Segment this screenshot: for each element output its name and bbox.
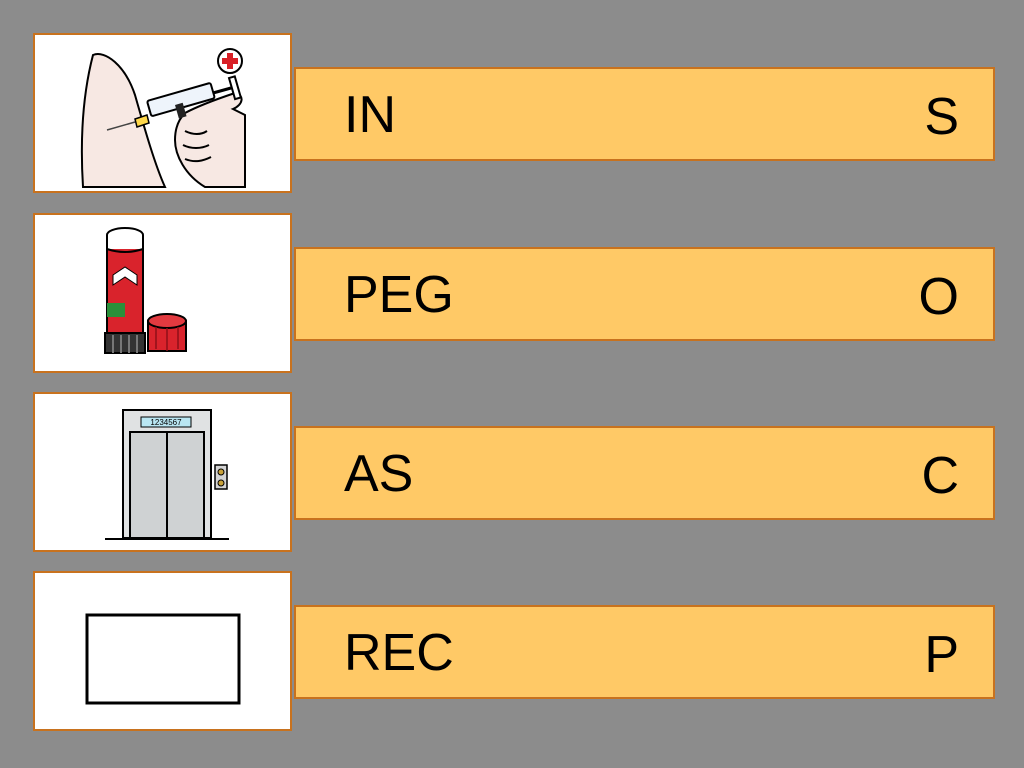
- word-start-4: REC: [344, 624, 454, 682]
- word-bar-3[interactable]: AS C: [294, 426, 995, 520]
- elevator-display: 1234567: [150, 418, 182, 427]
- word-bar-2[interactable]: PEG O: [294, 247, 995, 341]
- word-bar-1[interactable]: IN S: [294, 67, 995, 161]
- word-start-2: PEG: [344, 266, 454, 324]
- picture-card-3[interactable]: 1234567: [33, 392, 292, 552]
- rectangle-icon: [85, 613, 241, 705]
- picture-card-2[interactable]: [33, 213, 292, 373]
- word-start-1: IN: [344, 86, 396, 144]
- word-end-2: O: [918, 268, 959, 326]
- word-end-4: P: [924, 626, 959, 684]
- word-bar-4[interactable]: REC P: [294, 605, 995, 699]
- picture-card-1[interactable]: [33, 33, 292, 193]
- word-end-1: S: [924, 88, 959, 146]
- elevator-icon: 1234567: [105, 409, 229, 540]
- word-end-3: C: [921, 447, 959, 505]
- picture-card-4[interactable]: [33, 571, 292, 731]
- word-start-3: AS: [344, 445, 414, 503]
- glue-stick-icon: [104, 227, 187, 354]
- injection-icon: [80, 48, 246, 188]
